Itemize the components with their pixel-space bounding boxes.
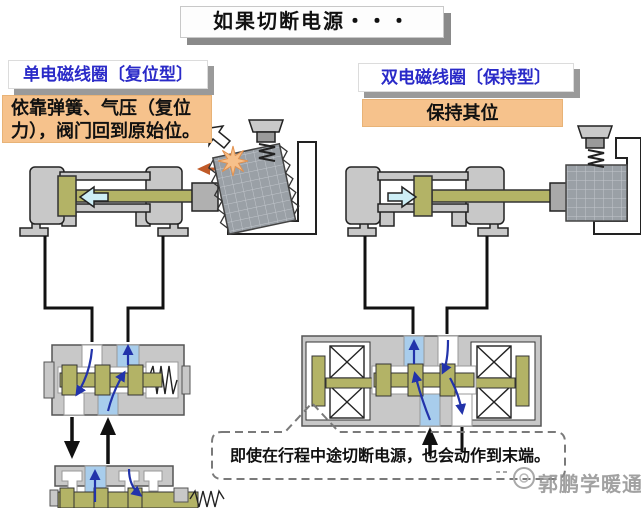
return-spring-icon	[147, 365, 178, 395]
note-single-coil: 依靠弹簧、气压（复位 力），阀门回到原始位。	[2, 95, 212, 143]
left-valve-reset-state	[49, 465, 225, 508]
screw-clamp-icon	[247, 119, 285, 162]
flow-arrows	[75, 344, 134, 412]
page-title: 如果切断电源・・・	[180, 6, 444, 38]
callout-bubble-outline	[211, 401, 566, 480]
motion-arrow-right-icon	[387, 185, 418, 209]
broken-edge-zigzag	[208, 159, 229, 229]
watermark-logo-icon	[496, 467, 535, 489]
watermark-text: 郭鹏学暖通	[538, 474, 641, 496]
broken-edge-zigzag	[279, 145, 300, 215]
motion-arrow-left-icon	[78, 185, 109, 209]
rod-end-block	[191, 182, 219, 212]
callout-text: 即使在行程中途切断电源，也会动作到末端。	[229, 448, 550, 465]
spark-icon	[217, 145, 249, 177]
pneumatic-lines	[43, 236, 489, 342]
left-cylinder	[19, 166, 219, 237]
piston	[413, 175, 433, 217]
piston-rod	[431, 189, 553, 203]
piston	[57, 175, 77, 217]
left-solenoid-valve	[43, 344, 191, 416]
right-cylinder	[345, 125, 641, 237]
heading-double-coil: 双电磁线圈〔保持型〕	[358, 63, 574, 92]
right-solenoid-valve	[301, 335, 542, 427]
note-double-coil: 保持其位	[362, 99, 563, 127]
flow-arrows	[89, 468, 143, 502]
workpiece	[565, 164, 628, 222]
note-line: 力），阀门回到原始位。	[11, 121, 200, 141]
escape-arrow-icon	[208, 124, 232, 150]
note-line: 依靠弹簧、气压（复位	[11, 98, 191, 118]
flow-arrows	[408, 339, 467, 421]
callout-bubble-fill	[212, 403, 565, 479]
crash-illustration	[208, 119, 317, 236]
screw-clamp-icon	[576, 125, 614, 168]
return-spring-icon	[189, 489, 225, 508]
heading-single-coil: 单电磁线圈〔复位型〕	[8, 60, 208, 89]
